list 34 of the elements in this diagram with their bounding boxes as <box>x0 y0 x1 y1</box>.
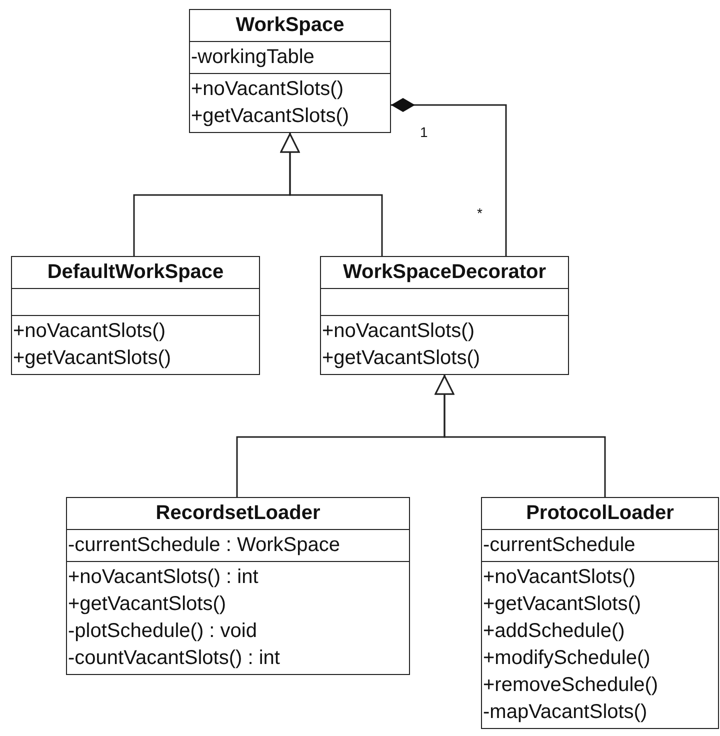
method-text: +noVacantSlots() <box>321 319 476 344</box>
class-name: WorkSpace <box>236 14 344 37</box>
class-box <box>481 497 719 729</box>
method-text: -mapVacantSlots() <box>482 700 648 725</box>
class-name: DefaultWorkSpace <box>47 261 224 284</box>
inheritance-arrow <box>434 375 606 497</box>
class-name: ProtocolLoader <box>526 502 674 525</box>
method-text: +getVacantSlots() <box>12 346 172 371</box>
class-box <box>189 9 391 133</box>
class-box <box>11 256 260 375</box>
class-name: RecordsetLoader <box>156 502 320 525</box>
class-name: WorkSpaceDecorator <box>342 261 546 284</box>
method-text: -plotSchedule() : void <box>67 619 258 644</box>
method-text: +noVacantSlots() <box>190 77 344 102</box>
attribute-text: -currentSchedule <box>482 533 636 558</box>
class-box <box>320 256 569 375</box>
method-text: +getVacantSlots() <box>67 592 228 617</box>
inheritance-arrow <box>280 133 383 256</box>
composition-line <box>391 98 507 256</box>
method-text: +getVacantSlots() <box>321 346 482 371</box>
multiplicity-label: * <box>477 205 482 221</box>
method-text: +addSchedule() <box>482 619 626 644</box>
method-text: +removeSchedule() <box>482 673 660 698</box>
class-box <box>66 497 410 675</box>
attribute-text: -workingTable <box>190 45 316 70</box>
attribute-text: -currentSchedule : WorkSpace <box>67 533 341 558</box>
method-text: +getVacantSlots() <box>482 592 642 617</box>
method-text: +noVacantSlots() <box>12 319 166 344</box>
method-text: +noVacantSlots() <box>482 565 636 590</box>
multiplicity-label: 1 <box>420 124 428 140</box>
method-text: +modifySchedule() <box>482 646 652 671</box>
method-text: -countVacantSlots() : int <box>67 646 281 671</box>
method-text: +noVacantSlots() : int <box>67 565 260 590</box>
method-text: +getVacantSlots() <box>190 104 350 129</box>
